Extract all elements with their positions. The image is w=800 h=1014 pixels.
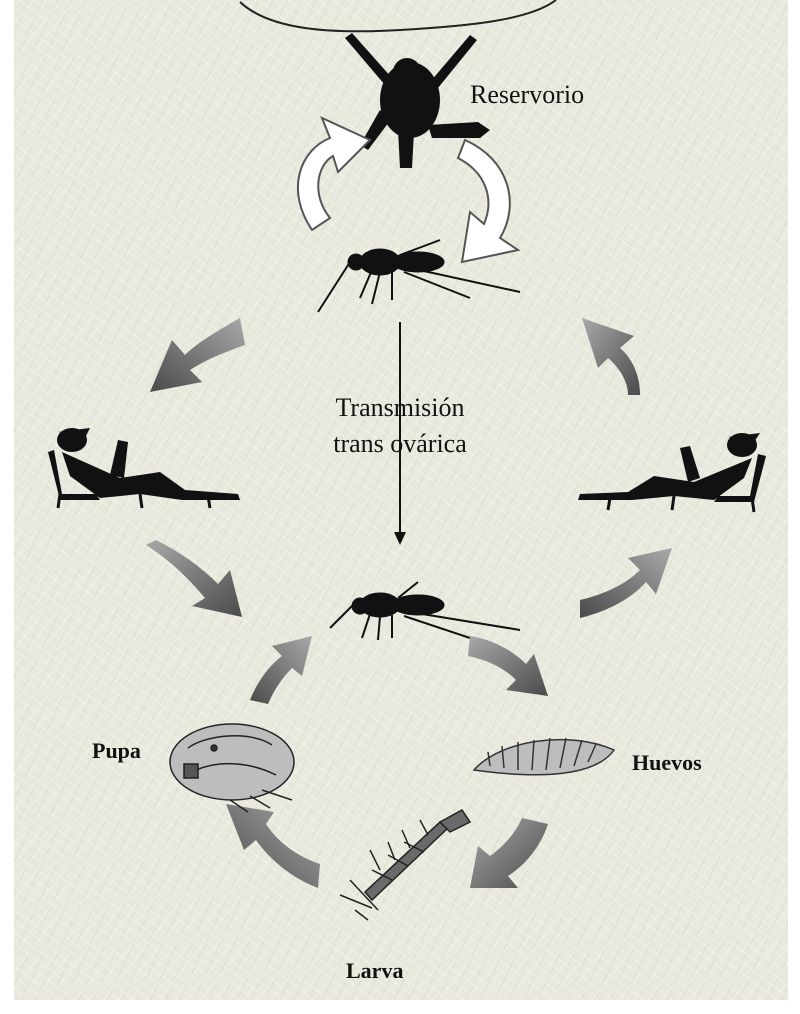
person-right-icon xyxy=(578,433,766,512)
reservoir-label: Reservorio xyxy=(470,80,584,110)
transmission-label: Transmisión trans ovárica xyxy=(300,390,500,462)
eggs-icon xyxy=(474,738,614,775)
larva-icon xyxy=(340,810,470,920)
vine-line xyxy=(240,0,556,31)
grey-arrow-mid-left xyxy=(146,540,242,617)
grey-arrow-inner-bottom-left xyxy=(226,804,320,888)
eggs-label: Huevos xyxy=(632,750,702,776)
grey-arrow-top-right xyxy=(582,318,640,395)
larva-label: Larva xyxy=(346,958,403,984)
transmission-label-line1: Transmisión xyxy=(300,390,500,426)
grey-arrow-top-left xyxy=(150,318,245,392)
person-left-icon xyxy=(48,428,240,508)
grey-arrow-inner-top-right xyxy=(468,636,548,696)
grey-arrow-inner-bottom-right xyxy=(470,818,548,888)
pupa-label: Pupa xyxy=(92,738,141,764)
grey-arrow-mid-right xyxy=(580,548,672,618)
transmission-label-line2: trans ovárica xyxy=(300,426,500,462)
pupa-icon xyxy=(170,724,294,812)
grey-arrow-inner-top-left xyxy=(250,636,312,704)
mosquito-middle-icon xyxy=(330,582,520,640)
